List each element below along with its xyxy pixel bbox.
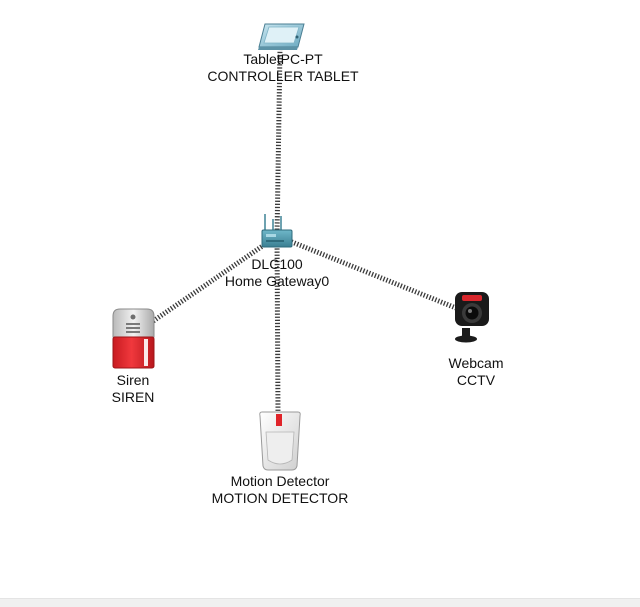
link-gateway-tablet[interactable] — [274, 49, 283, 237]
device-name-webcam: CCTV — [456, 372, 496, 388]
device-model-gateway: DLC100 — [251, 256, 303, 272]
device-name-gateway: Home Gateway0 — [224, 273, 330, 289]
siren-icon[interactable] — [112, 308, 155, 369]
device-model-siren: Siren — [116, 372, 150, 388]
canvas-bottom-bar — [0, 598, 640, 607]
webcam-icon[interactable] — [455, 292, 489, 343]
device-label-webcam[interactable]: Webcam CCTV — [449, 355, 504, 389]
device-name-tablet: CONTROLLER TABLET — [207, 68, 359, 84]
tablet-icon[interactable] — [258, 23, 305, 50]
device-label-siren[interactable]: Siren SIREN — [112, 372, 155, 406]
home-gateway-icon[interactable] — [261, 214, 293, 248]
motion-detector-icon[interactable] — [259, 411, 301, 471]
device-label-motion[interactable]: Motion Detector MOTION DETECTOR — [212, 473, 349, 507]
device-name-siren: SIREN — [111, 389, 155, 405]
device-model-tablet: TabletPC-PT — [243, 51, 323, 67]
device-label-tablet[interactable]: TabletPC-PT CONTROLLER TABLET — [207, 51, 358, 85]
device-model-webcam: Webcam — [448, 355, 504, 371]
links — [144, 49, 467, 415]
device-label-gateway[interactable]: DLC100 Home Gateway0 — [225, 256, 329, 290]
device-model-motion: Motion Detector — [230, 473, 330, 489]
device-name-motion: MOTION DETECTOR — [211, 490, 349, 506]
